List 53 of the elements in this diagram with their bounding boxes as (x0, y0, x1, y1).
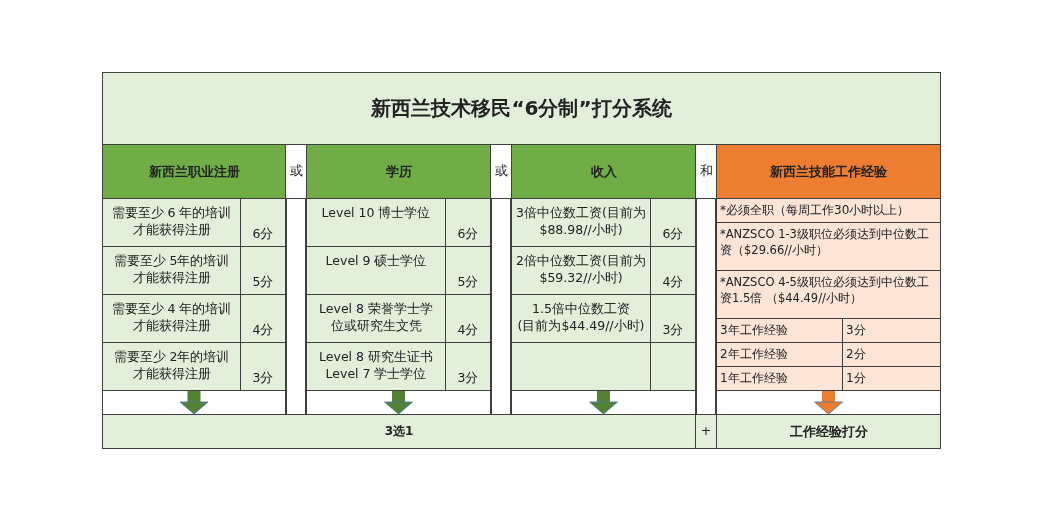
cell-text: Level 8 研究生证书 Level 7 学士学位 (318, 349, 434, 383)
cell-text: 需要至少 4 年的培训才能获得注册 (110, 301, 233, 335)
cell-text: 或 (494, 163, 508, 180)
header-label: 新西兰技能工作经验 (770, 162, 887, 181)
header-label: 新西兰职业注册 (148, 162, 240, 181)
cell-text: 6分 (252, 226, 274, 243)
cell-text: 1年工作经验 (720, 370, 788, 387)
cell-text: 和 (699, 163, 713, 180)
cell-text: 需要至少 2年的培训才能获得注册 (112, 349, 231, 383)
cell-text: 3年工作经验 (720, 322, 788, 339)
cell-text: 或 (289, 163, 303, 180)
cell-text: 3分 (846, 322, 866, 339)
cell-text: 3分 (457, 370, 479, 387)
cell-text: *ANZSCO 1-3级职位必须达到中位数工资（$29.66//小时） (720, 227, 930, 259)
result-bar (102, 414, 696, 449)
cell-text: 4分 (252, 322, 274, 339)
cell-text: 需要至少 6 年的培训才能获得注册 (110, 205, 233, 239)
cell-text: 4分 (662, 274, 684, 291)
cell-text: 6分 (662, 226, 684, 243)
cell-text: 1分 (846, 370, 866, 387)
title: 新西兰技术移民“6分制”打分系统 (371, 95, 672, 122)
column-header (716, 144, 941, 199)
cell-text: 3分 (252, 370, 274, 387)
result-bar (716, 414, 941, 449)
column-header (102, 144, 286, 199)
cell-text: 3倍中位数工资(目前为$88.98//小时) (515, 205, 647, 239)
cell-text: 2年工作经验 (720, 346, 788, 363)
cell-text: 3分 (662, 322, 684, 339)
cell-text: 1.5倍中位数工资(目前为$44.49//小时) (516, 301, 646, 335)
arrow (814, 391, 843, 415)
result-label: 工作经验打分 (789, 422, 868, 441)
cell-text: Level 10 博士学位 (321, 205, 431, 222)
arrow (384, 391, 413, 415)
header-label: 学历 (385, 162, 412, 181)
cell-text: 5分 (457, 274, 479, 291)
cell-text: 2倍中位数工资(目前为$59.32//小时) (515, 253, 647, 287)
cell-text: 4分 (457, 322, 479, 339)
title-banner (102, 72, 941, 145)
cell-text: 需要至少 5年的培训才能获得注册 (112, 253, 231, 287)
result-label: 3选1 (384, 423, 414, 440)
arrow (589, 391, 618, 415)
cell-text: *必须全职（每周工作30小时以上） (720, 202, 910, 219)
cell-text: Level 8 荣誉学士学位或研究生文凭 (318, 301, 434, 335)
cell-text: *ANZSCO 4-5级职位必须达到中位数工资1.5倍 （$44.49//小时） (720, 275, 930, 307)
cell-text: 5分 (252, 274, 274, 291)
cell-text: Level 9 硕士学位 (325, 253, 427, 270)
column-header (306, 144, 491, 199)
header-label: 收入 (590, 162, 617, 181)
cell-text: 6分 (457, 226, 479, 243)
column-header (511, 144, 696, 199)
arrow (179, 391, 209, 415)
cell-text: 2分 (846, 346, 866, 363)
cell-text: + (700, 423, 712, 440)
